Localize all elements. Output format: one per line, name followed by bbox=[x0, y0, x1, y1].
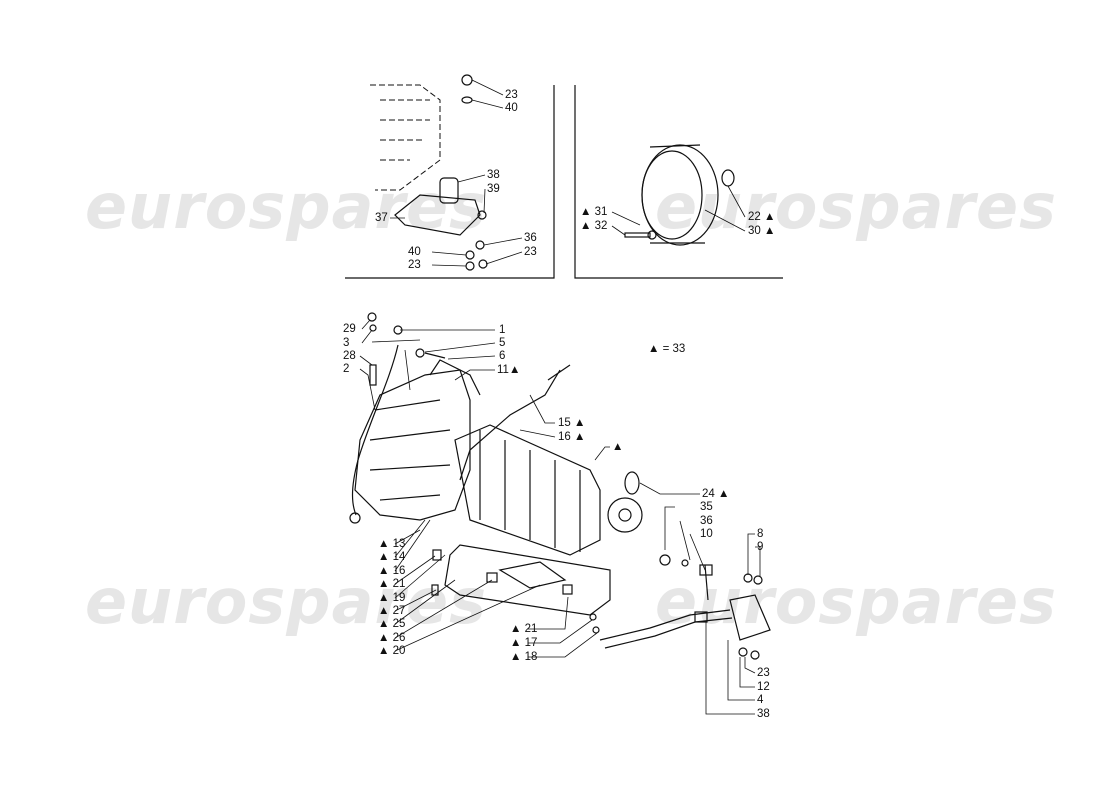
callout-label: 22 ▲ bbox=[748, 211, 776, 223]
callout-label: 40 bbox=[505, 102, 518, 114]
callout-label: 30 ▲ bbox=[748, 225, 776, 237]
callout-label: ▲ 14 bbox=[378, 551, 406, 563]
engine-block-outline bbox=[370, 84, 441, 191]
callout-label: ▲ 18 bbox=[510, 651, 538, 663]
legend-note: ▲ = 33 bbox=[648, 343, 686, 355]
callout-label: 40 bbox=[408, 246, 421, 258]
watermark: eurospares bbox=[85, 170, 488, 243]
callout-label: ▲ 31 bbox=[580, 206, 608, 218]
callout-label: 12 bbox=[757, 681, 770, 693]
callout-label: 11▲ bbox=[497, 364, 521, 376]
callout-label: 10 bbox=[700, 528, 713, 540]
callout-label: ▲ 21 bbox=[378, 578, 406, 590]
callout-label: 16 ▲ bbox=[558, 431, 586, 443]
callout-label: 8 bbox=[757, 528, 764, 540]
callout-label: ▲ 17 bbox=[510, 637, 538, 649]
callout-label: 35 bbox=[700, 501, 713, 513]
callout-label: 5 bbox=[499, 337, 506, 349]
callout-label: ▲ 32 bbox=[580, 220, 608, 232]
panel-divider-left bbox=[345, 85, 555, 279]
callout-label: 2 bbox=[343, 363, 350, 375]
callout-label: 15 ▲ bbox=[558, 417, 586, 429]
watermark: eurospares bbox=[655, 565, 1058, 638]
callout-label: ▲ 16 bbox=[378, 565, 406, 577]
transmission-main-case bbox=[454, 424, 601, 556]
callout-label: 38 bbox=[487, 169, 500, 181]
watermark: eurospares bbox=[655, 170, 1058, 243]
callout-label: ▲ 26 bbox=[378, 632, 406, 644]
callout-label: 36 bbox=[524, 232, 537, 244]
oil-pan bbox=[444, 544, 611, 616]
callout-label: ▲ 27 bbox=[378, 605, 406, 617]
callout-label: 37 bbox=[375, 212, 388, 224]
selector-linkage bbox=[367, 312, 771, 660]
leader-lines-mount bbox=[390, 79, 523, 267]
callout-label: 23 bbox=[505, 89, 518, 101]
callout-label: 4 bbox=[757, 694, 764, 706]
callout-label: 23 bbox=[524, 246, 537, 258]
callout-label: 9 bbox=[757, 541, 764, 553]
callout-label: ▲ 19 bbox=[378, 592, 406, 604]
callout-label: 23 bbox=[757, 667, 770, 679]
transmission-bell-housing bbox=[354, 359, 481, 521]
callout-label: 3 bbox=[343, 337, 350, 349]
leader-lines-converter bbox=[611, 185, 746, 236]
leader-lines-transmission bbox=[359, 319, 761, 715]
output-flange bbox=[607, 471, 643, 533]
callout-label: 39 bbox=[487, 183, 500, 195]
shift-cable bbox=[459, 364, 571, 481]
callout-label: ▲ 21 bbox=[510, 623, 538, 635]
callout-label: ▲ 20 bbox=[378, 645, 406, 657]
torque-converter bbox=[624, 144, 735, 246]
callout-label: 24 ▲ bbox=[702, 488, 730, 500]
panel-divider-right bbox=[574, 85, 783, 279]
mount-bracket bbox=[394, 74, 488, 271]
callout-label: ▲ 25 bbox=[378, 618, 406, 630]
callout-label: ▲ bbox=[612, 441, 624, 453]
callout-label: 36 bbox=[700, 515, 713, 527]
callout-label: 28 bbox=[343, 350, 356, 362]
callout-label: 23 bbox=[408, 259, 421, 271]
callout-label: 6 bbox=[499, 350, 506, 362]
callout-label: ▲ 13 bbox=[378, 538, 406, 550]
callout-label: 38 bbox=[757, 708, 770, 720]
callout-label: 29 bbox=[343, 323, 356, 335]
callout-label: 1 bbox=[499, 324, 506, 336]
